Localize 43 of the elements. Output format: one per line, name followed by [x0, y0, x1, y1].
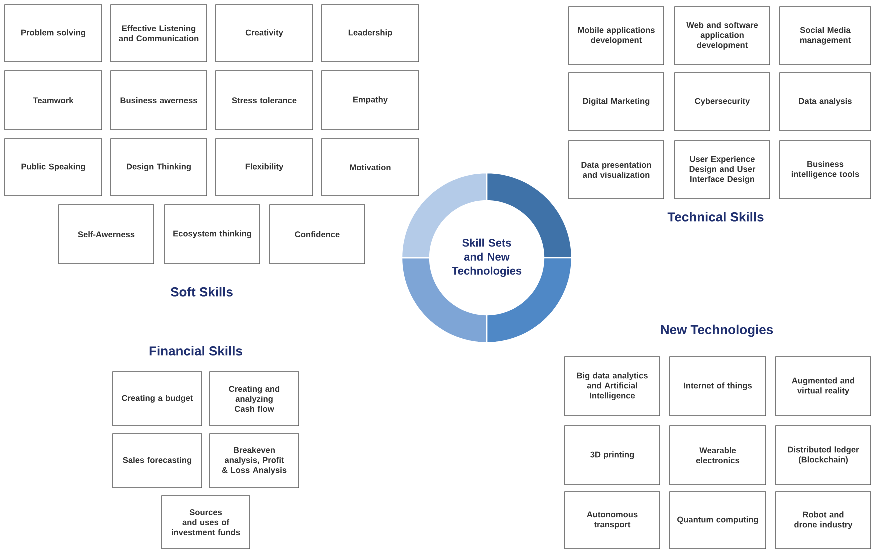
skill-box: Ecosystem thinking — [164, 204, 260, 264]
skill-box: Sales forecasting — [112, 434, 202, 488]
skill-box: Stress tolerance — [216, 70, 314, 130]
skill-box: Creativity — [216, 4, 314, 62]
skill-box: Business intelligence tools — [780, 140, 872, 200]
skill-box: User Experience Design and User Interface Design — [674, 140, 770, 200]
skill-box: Robot and drone industry — [776, 492, 872, 550]
skill-box: Cybersecurity — [674, 72, 770, 132]
skill-box: Quantum computing — [670, 492, 766, 550]
skill-box: Motivation — [322, 138, 420, 196]
skill-box: Design Thinking — [110, 138, 208, 196]
skill-box: Data analysis — [780, 72, 872, 132]
skill-box: Digital Marketing — [568, 72, 664, 132]
skill-box: Leadership — [322, 4, 420, 62]
section-heading: Soft Skills — [170, 287, 233, 297]
skill-box: Internet of things — [670, 356, 766, 416]
skill-box: Empathy — [322, 70, 420, 130]
skill-box: Flexibility — [216, 138, 314, 196]
skill-box: Effective Listening and Communication — [110, 4, 208, 62]
section-heading: New Technologies — [661, 324, 774, 338]
skill-box: Public Speaking — [4, 138, 102, 196]
skill-box: Autonomous transport — [564, 492, 660, 550]
skill-box: Sources and uses of investment funds — [162, 496, 250, 550]
skill-box: Web and software application development — [674, 6, 770, 66]
skill-box: Big data analytics and Artificial Intelligence — [564, 356, 660, 416]
section-heading: Technical Skills — [668, 212, 764, 222]
skill-box: Wearable electronics — [670, 426, 766, 486]
skill-box: 3D printing — [564, 426, 660, 486]
skill-box: Breakeven analysis, Profit & Loss Analysis — [210, 434, 300, 488]
skill-box: Self-Awerness — [58, 204, 154, 264]
skill-box: Business awerness — [110, 70, 208, 130]
skill-box: Creating and analyzing Cash flow — [210, 372, 300, 426]
skill-box: Distributed ledger (Blockchain) — [776, 426, 872, 486]
skill-box: Confidence — [270, 204, 366, 264]
section-heading: Financial Skills — [150, 346, 242, 356]
skill-box: Problem solving — [4, 4, 102, 62]
skill-box: Creating a budget — [112, 372, 202, 426]
skill-box: Teamwork — [4, 70, 102, 130]
center-title: Skill Sets and New Technologies — [452, 238, 522, 278]
skill-box: Augmented and virtual reality — [776, 356, 872, 416]
skill-box: Mobile applications development — [568, 6, 664, 66]
skill-box: Social Media management — [780, 6, 872, 66]
skill-box: Data presentation and visualization — [568, 140, 664, 200]
